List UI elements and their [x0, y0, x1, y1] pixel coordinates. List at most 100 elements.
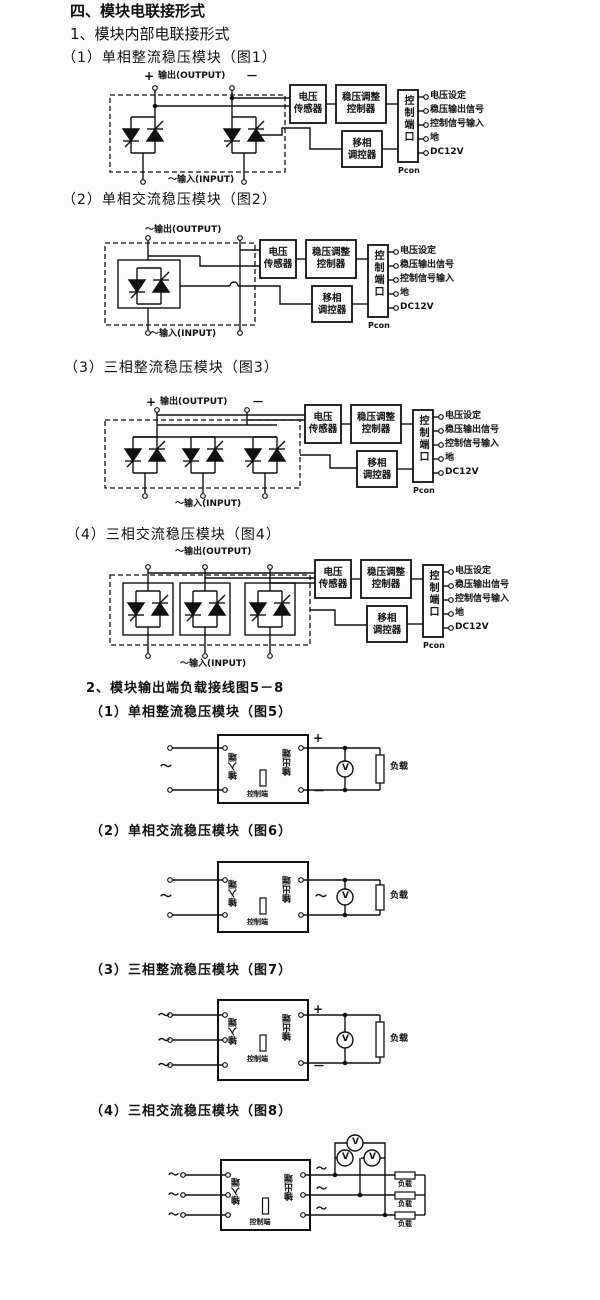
- wire-crossover: [229, 281, 239, 287]
- junction-dot: [342, 877, 348, 883]
- junction-dot: [342, 787, 348, 793]
- junction-dot: [229, 95, 235, 101]
- gate-lead: [124, 140, 132, 148]
- signal-label-2: 稳压输出信号: [430, 105, 485, 115]
- terminal-icon: [298, 745, 304, 751]
- input-label: ～输入(INPUT): [168, 175, 235, 185]
- ac-source-label: ～: [158, 1008, 171, 1022]
- terminal-icon: [140, 179, 146, 185]
- control-port-label: 控制端口: [372, 250, 383, 298]
- regulator-controller-label: 稳压调整 控制器: [356, 412, 395, 435]
- output-minus-label: －: [252, 395, 265, 409]
- signal-label-3: 控制信号输入: [455, 594, 510, 604]
- junction-dot: [382, 1212, 388, 1218]
- ac-output-label: ～: [316, 1162, 327, 1175]
- thyristor-icon: [243, 448, 263, 463]
- terminal-icon: [438, 442, 444, 448]
- load-label: 负载: [390, 762, 409, 772]
- module-boundary: [109, 94, 286, 173]
- junction-dot: [332, 1172, 338, 1178]
- terminal-icon: [237, 330, 243, 336]
- load-label: 负载: [398, 1180, 412, 1188]
- pcon-label: Pcon: [423, 641, 445, 650]
- voltmeter-label: V: [352, 1137, 359, 1147]
- control-connector-icon: [259, 769, 267, 787]
- gate-lead: [214, 440, 224, 450]
- output-plus-label: +: [144, 69, 155, 83]
- signal-label-3: 控制信号输入: [430, 119, 485, 129]
- terminal-icon: [222, 745, 228, 751]
- terminal-icon: [225, 1172, 231, 1178]
- wire: [300, 454, 357, 469]
- terminal-icon: [448, 597, 454, 603]
- gate-lead: [129, 614, 137, 622]
- terminal-icon: [200, 493, 206, 499]
- pcon-label: Pcon: [398, 166, 420, 175]
- junction-dot: [342, 1060, 348, 1066]
- gate-lead: [156, 440, 166, 450]
- output-minus-label: －: [313, 1059, 326, 1073]
- thyristor-icon: [248, 602, 268, 617]
- signal-label-2: 稳压输出信号: [445, 425, 500, 435]
- terminal-icon: [423, 122, 429, 128]
- load-resistor-icon: [375, 884, 385, 911]
- thyristor-icon: [147, 447, 167, 462]
- terminal-icon: [225, 1192, 231, 1198]
- signal-label-5: DC12V: [445, 467, 479, 477]
- gate-lead: [184, 460, 192, 468]
- control-port-block: [367, 244, 389, 318]
- terminal-icon: [448, 625, 454, 631]
- pcon-label: Pcon: [413, 486, 435, 495]
- wire: [199, 256, 260, 267]
- thyristor-icon: [145, 127, 165, 142]
- output-terminal-label: 输出端: [283, 876, 293, 903]
- signal-label-4: 地: [455, 608, 465, 618]
- voltmeter-icon: [336, 1149, 354, 1167]
- terminal-icon: [298, 1060, 304, 1066]
- wire: [238, 285, 312, 305]
- output-minus-label: －: [313, 784, 326, 798]
- load-resistor-icon: [394, 1211, 416, 1220]
- figure-6-title: （2）单相交流稳压模块（图6）: [90, 824, 293, 839]
- control-port-label: 控制端口: [427, 570, 438, 618]
- terminal-icon: [167, 877, 173, 883]
- terminal-icon: [180, 1212, 186, 1218]
- ac-source-label: ～: [160, 759, 173, 773]
- control-connector-icon: [259, 1034, 267, 1052]
- terminal-icon: [222, 1062, 228, 1068]
- terminal-icon: [423, 108, 429, 114]
- terminal-icon: [438, 470, 444, 476]
- load-resistor-icon: [394, 1171, 416, 1180]
- voltmeter-label: V: [342, 763, 349, 773]
- thyristor-icon: [151, 278, 171, 293]
- control-port-block: [397, 89, 419, 163]
- signal-label-1: 电压设定: [445, 411, 482, 421]
- terminal-icon: [167, 912, 173, 918]
- load-label: 负载: [398, 1220, 412, 1228]
- control-terminal-label: 控制端: [249, 1218, 271, 1226]
- wire: [310, 609, 367, 626]
- control-terminal-label: 控制端: [247, 918, 268, 926]
- signal-label-4: 地: [430, 133, 440, 143]
- load-resistor-icon: [375, 1021, 385, 1058]
- ac-source-label: ～: [160, 889, 173, 903]
- control-terminal-label: 控制端: [247, 790, 268, 798]
- output-minus-label: －: [246, 69, 259, 83]
- output-label: 输出(OUTPUT): [158, 71, 226, 81]
- output-terminal-label: 输出端: [283, 749, 293, 776]
- gate-lead: [281, 594, 291, 604]
- terminal-icon: [300, 1172, 306, 1178]
- ac-source-label: ～: [158, 1058, 171, 1072]
- module-box: [217, 734, 309, 804]
- terminal-icon: [225, 1212, 231, 1218]
- input-terminal-label: 输入端: [232, 1178, 242, 1205]
- thyristor-housing: [117, 259, 181, 309]
- signal-label-4: 地: [400, 288, 410, 298]
- thyristor-icon: [127, 279, 147, 294]
- input-label: ～输入(INPUT): [180, 659, 247, 669]
- control-port-label: 控制端口: [402, 95, 413, 143]
- terminal-icon: [448, 569, 454, 575]
- input-terminal-label: 输入端: [229, 753, 239, 780]
- terminal-icon: [448, 611, 454, 617]
